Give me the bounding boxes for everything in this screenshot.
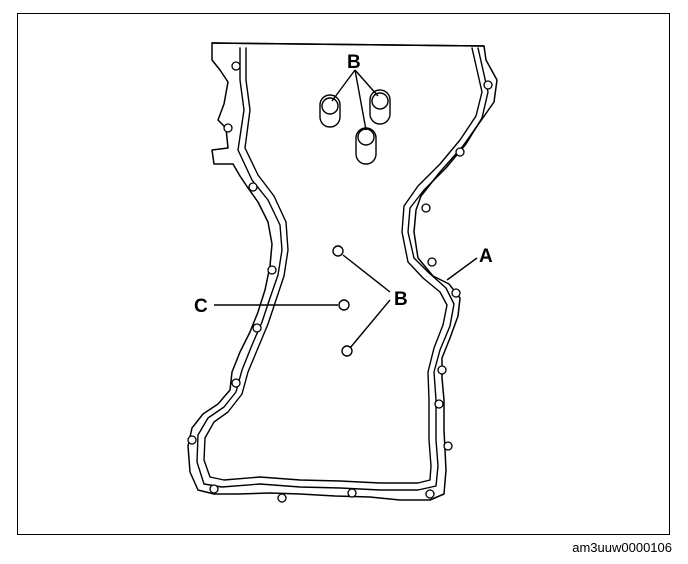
gasket-bead-inner — [203, 47, 483, 484]
bolt-hole-mid-center — [338, 299, 350, 311]
bolt-hole-left — [321, 97, 339, 115]
perimeter-hole — [437, 365, 447, 375]
cover-top-edge — [211, 42, 485, 47]
perimeter-hole — [223, 123, 233, 133]
leader-b-top-2 — [354, 69, 367, 131]
perimeter-hole — [421, 203, 431, 213]
perimeter-hole — [434, 399, 444, 409]
bolt-hole-right — [371, 92, 389, 110]
perimeter-hole — [231, 378, 241, 388]
leader-b-top-3 — [354, 69, 379, 97]
leader-b-mid-2 — [349, 299, 391, 349]
cover-outline — [187, 42, 498, 501]
perimeter-hole — [427, 257, 437, 267]
perimeter-hole — [483, 80, 493, 90]
leader-b-top-1 — [331, 69, 356, 102]
perimeter-hole — [231, 61, 241, 71]
bolt-hole-mid-top — [332, 245, 344, 257]
perimeter-hole — [425, 489, 435, 499]
perimeter-hole — [248, 182, 258, 192]
perimeter-hole — [347, 488, 357, 498]
perimeter-hole — [267, 265, 277, 275]
label-b-middle: B — [394, 289, 408, 310]
leader-a — [446, 257, 478, 281]
bolt-hole-mid-bottom — [341, 345, 353, 357]
perimeter-hole — [277, 493, 287, 503]
gasket-bead-outer — [196, 47, 489, 491]
diagram-frame — [17, 13, 670, 535]
perimeter-hole — [252, 323, 262, 333]
perimeter-hole — [455, 147, 465, 157]
label-a: A — [479, 246, 493, 267]
perimeter-hole — [187, 435, 197, 445]
leader-b-mid-1 — [342, 254, 391, 293]
bolt-hole-center — [357, 128, 375, 146]
perimeter-hole — [451, 288, 461, 298]
perimeter-hole — [209, 484, 219, 494]
label-b-top: B — [347, 52, 361, 73]
perimeter-hole — [443, 441, 453, 451]
figure-code: am3uuw0000106 — [572, 540, 672, 555]
label-c: C — [194, 296, 208, 317]
